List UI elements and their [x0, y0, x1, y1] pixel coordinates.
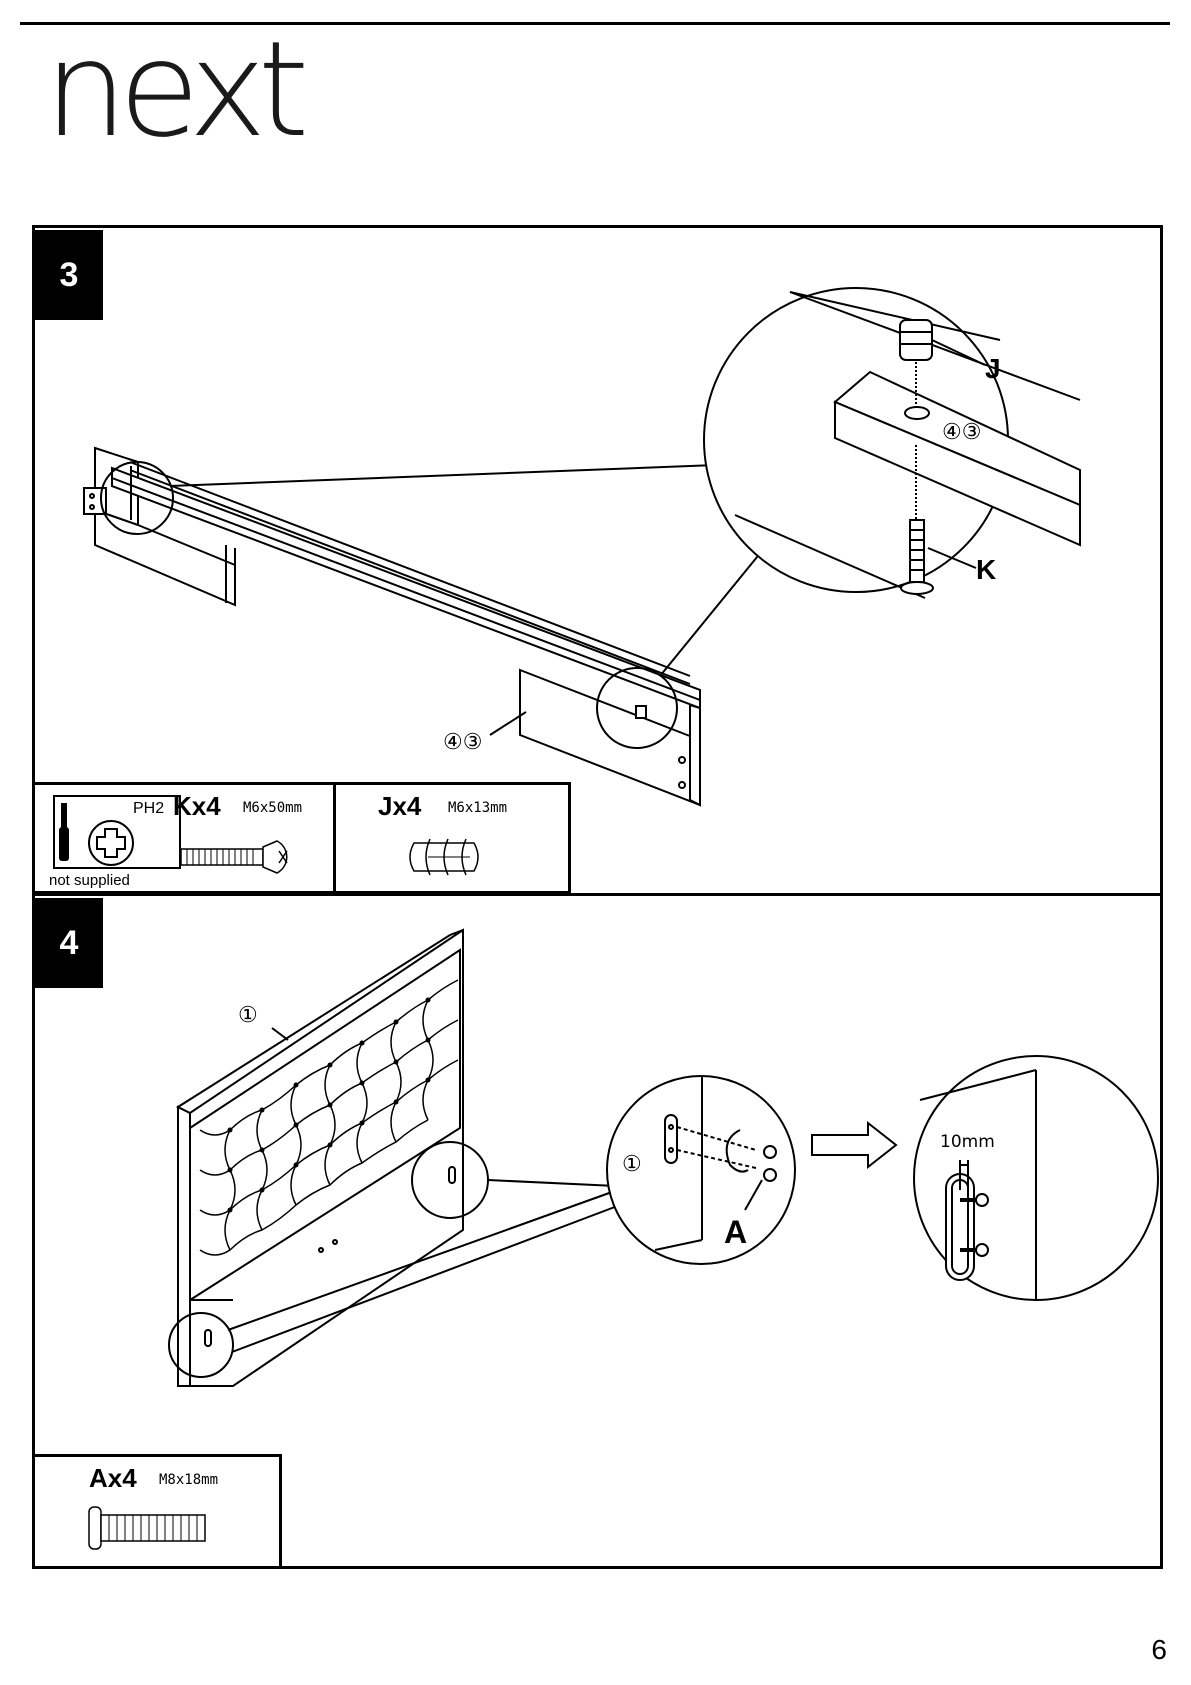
step-4-part-ref: ① — [238, 1004, 258, 1026]
zoom-part-ref-4: ① — [622, 1153, 642, 1175]
hardware-code-k: Kx4 — [173, 793, 221, 819]
label-j: J — [985, 355, 1001, 383]
rail-detail-zoom — [704, 288, 1080, 598]
hardware-size-j: M6x13mm — [448, 801, 507, 815]
screwdriver-tool: PH2 — [53, 795, 181, 869]
bolt-k-icon — [179, 837, 309, 877]
hardware-code-a: Ax4 — [89, 1465, 137, 1491]
insert-j-icon — [404, 829, 494, 885]
bolt-a-icon — [87, 1505, 217, 1555]
zoom-part-ref: ④③ — [942, 421, 981, 443]
headboard-drawing — [169, 930, 620, 1386]
direction-arrow — [812, 1123, 896, 1167]
label-a: A — [724, 1216, 747, 1248]
page-number: 6 — [1151, 1634, 1167, 1666]
side-rail-assembly-drawing — [84, 448, 775, 805]
hardware-size-k: M6x50mm — [243, 801, 302, 815]
tool-label: PH2 — [133, 801, 164, 817]
measurement-label: 10mm — [940, 1134, 995, 1151]
label-k: K — [976, 556, 996, 584]
hardware-code-j: Jx4 — [378, 793, 421, 819]
step-3-part-ref: ④③ — [443, 731, 482, 753]
hardware-size-a: M8x18mm — [159, 1473, 218, 1487]
hardware-box-k: PH2 not supplied Kx4 M6x50mm — [32, 782, 336, 894]
slot-detail-zoom — [914, 1056, 1158, 1300]
hardware-box-j: Jx4 M6x13mm — [333, 782, 571, 894]
hardware-box-a: Ax4 M8x18mm — [32, 1454, 282, 1569]
tool-note: not supplied — [49, 873, 130, 888]
